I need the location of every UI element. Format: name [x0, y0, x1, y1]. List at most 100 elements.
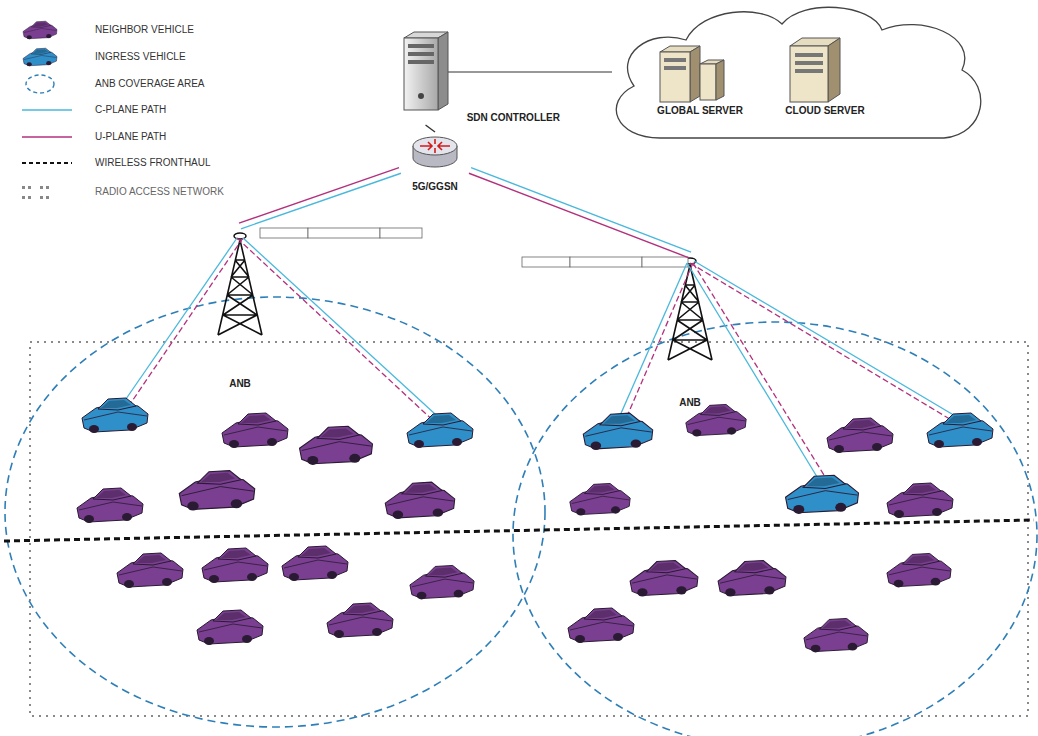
drawing-part [642, 257, 688, 267]
ran-sample [22, 186, 49, 199]
drawing-part [46, 196, 49, 199]
vehicles [77, 398, 993, 652]
neighbor-vehicle [179, 471, 254, 511]
network-link [239, 168, 399, 224]
server-node: CLOUD SERVER [770, 38, 880, 118]
drawing-part [694, 261, 962, 420]
neighbor-vehicle [300, 426, 373, 465]
node-label: SDN CONTROLLER [398, 112, 560, 123]
ingress-vehicle [927, 413, 993, 448]
drawing-part [660, 52, 690, 102]
neighbor-vehicle [568, 608, 634, 643]
drawing-part [795, 61, 823, 65]
drawing-part [408, 44, 434, 48]
legend-label: NEIGHBOR VEHICLE [95, 24, 194, 36]
drawing-part [124, 238, 243, 413]
anb-node: ANB [655, 255, 725, 410]
cloud-server-icon [790, 38, 840, 102]
drawing-part [117, 238, 237, 412]
node-label: 5G/GGSN [400, 181, 470, 192]
ingress-vehicle [583, 413, 652, 450]
ingress-vehicle [407, 413, 473, 448]
legend-label: C-PLANE PATH [95, 104, 166, 116]
legend-label: ANB COVERAGE AREA [95, 78, 204, 90]
drawing-part [828, 38, 840, 102]
drawing-part [413, 137, 457, 155]
drawing-part [46, 186, 49, 189]
coverage-area [5, 297, 545, 727]
coverage-sample [26, 75, 54, 93]
neighbor-vehicle [827, 418, 893, 453]
cloud-shape [616, 7, 980, 138]
drawing-part [420, 139, 450, 153]
drawing-part [522, 257, 570, 267]
wireless-fronthaul [4, 520, 1034, 541]
neighbor-vehicle [570, 483, 630, 515]
legend-label: RADIO ACCESS NETWORK [95, 186, 224, 198]
ingress-vehicle [786, 475, 859, 514]
neighbor-car-sample [23, 21, 57, 39]
node-label: GLOBAL SERVER [640, 105, 760, 116]
drawing-part [693, 263, 832, 488]
neighbor-vehicle [718, 561, 786, 597]
drawing-part [40, 196, 43, 199]
drawing-part [408, 52, 434, 56]
anb-tower [668, 258, 712, 360]
drawing-part [218, 240, 262, 335]
neighbor-vehicle [327, 603, 393, 638]
tower-table [260, 228, 688, 267]
neighbor-vehicle [686, 404, 746, 436]
drawing-part [570, 257, 642, 267]
drawing-part [243, 238, 447, 425]
drawing-part [22, 196, 25, 199]
node-label: ANB [655, 397, 725, 408]
drawing-part [308, 228, 380, 238]
drawing-part [28, 186, 31, 189]
drawing-part [28, 196, 31, 199]
drawing-part [690, 263, 958, 424]
drawing-part [438, 32, 448, 110]
neighbor-vehicle [804, 618, 868, 652]
network-link [469, 173, 689, 258]
u-plane-sample [22, 136, 72, 138]
drawing-part [790, 46, 828, 102]
router-node: 5G/GGSN [400, 132, 470, 194]
sdn-server-icon [404, 32, 448, 110]
neighbor-vehicle [385, 482, 454, 519]
ingress-car-sample [23, 48, 57, 66]
drawing-part [40, 186, 43, 189]
drawing-part [260, 228, 308, 238]
anb-vehicle-paths [117, 238, 962, 490]
drawing-part [795, 69, 823, 73]
neighbor-vehicle [630, 561, 698, 597]
controller-cloud-link [446, 71, 612, 72]
drawing-part [664, 58, 686, 62]
neighbor-vehicle [282, 546, 348, 581]
drawing-part [418, 93, 424, 99]
legend-label: U-PLANE PATH [95, 131, 166, 143]
fronthaul-sample [22, 162, 72, 164]
neighbor-vehicle [222, 413, 288, 448]
legend-label: WIRELESS FRONTHAUL [95, 157, 211, 169]
network-link [426, 125, 435, 132]
drawing-part [615, 263, 687, 427]
anb-node: ANB [205, 226, 275, 391]
drawing-part [404, 38, 438, 110]
neighbor-vehicle [202, 548, 268, 583]
neighbor-vehicle [197, 610, 263, 645]
drawing-part [408, 60, 434, 64]
drawing-part [690, 46, 700, 102]
legend-label: INGRESS VEHICLE [95, 51, 186, 63]
drawing-part [380, 228, 422, 238]
drawing-part [700, 64, 716, 100]
global-server-icon [660, 46, 724, 102]
coverage-area [513, 322, 1037, 736]
drawing-part [237, 238, 440, 427]
drawing-part [22, 186, 25, 189]
anb-tower [218, 233, 262, 335]
drawing-part [795, 53, 823, 57]
drawing-part [668, 265, 712, 360]
neighbor-vehicle [77, 488, 143, 523]
ingress-vehicle [82, 398, 148, 433]
